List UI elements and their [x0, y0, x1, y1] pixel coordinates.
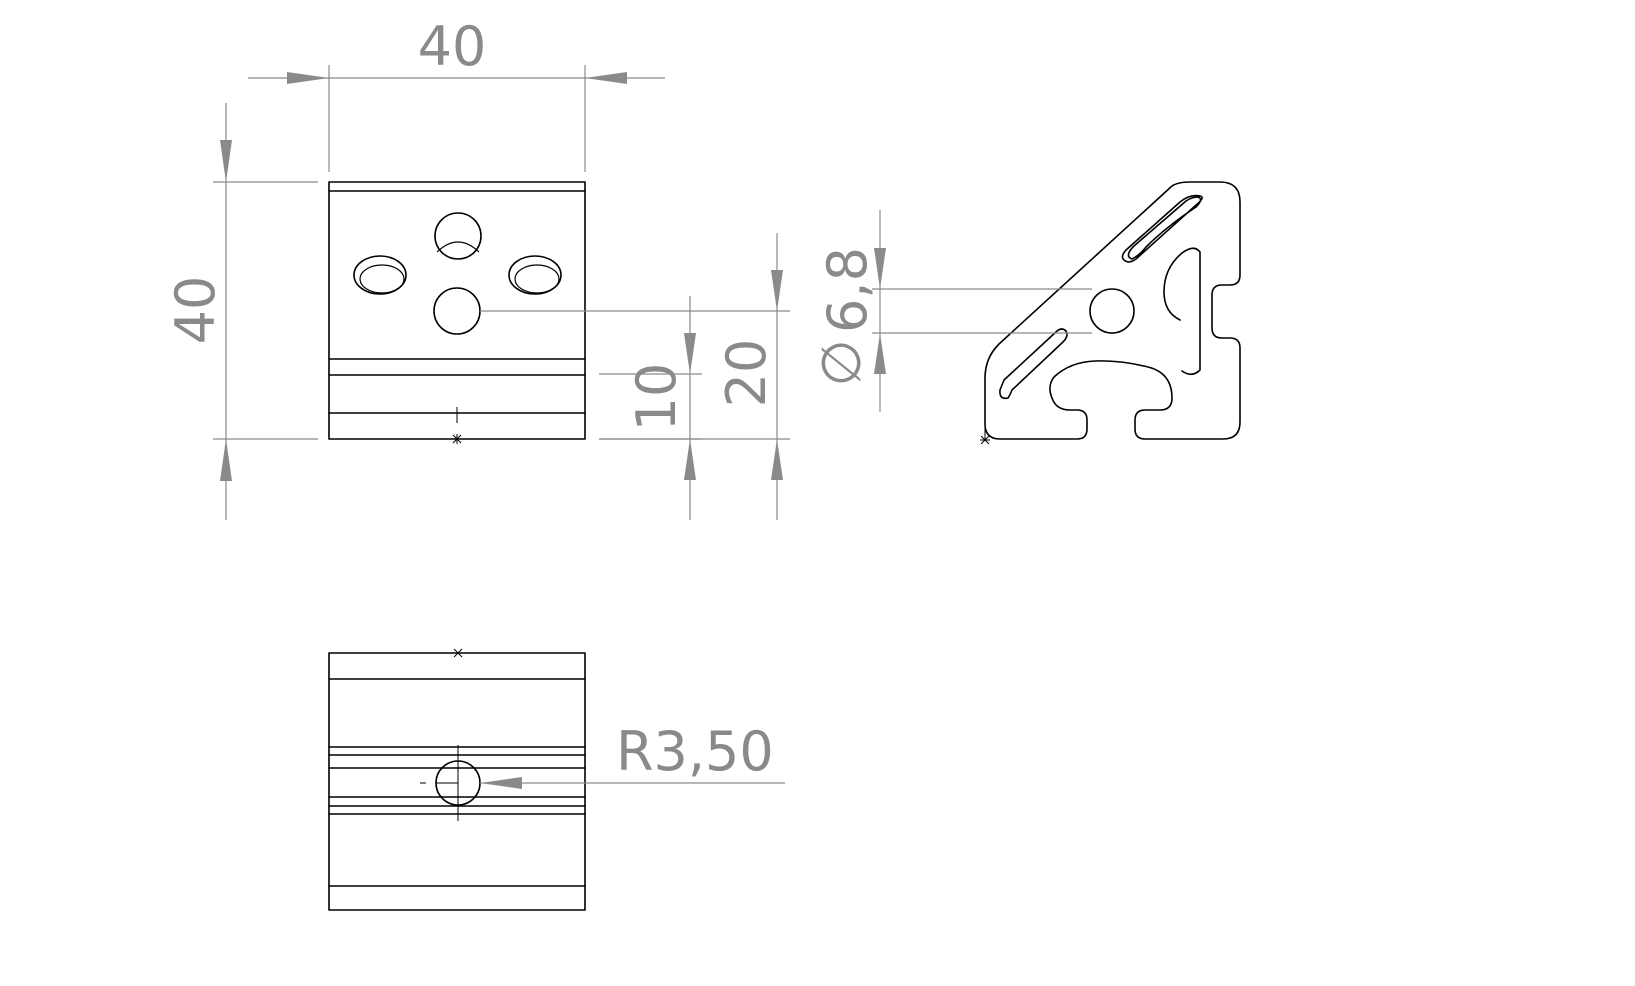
- front-left-slot-hole: [353, 255, 407, 295]
- profile-outline: [984, 181, 1241, 440]
- profile-inner-slot-lower: [999, 328, 1068, 400]
- bottom-view: [328, 648, 586, 911]
- dim-left-height-label: 40: [164, 276, 227, 345]
- front-center-hole: [433, 287, 481, 335]
- bottom-hole-centerlines: [420, 745, 459, 821]
- dim-height-10: 10: [599, 296, 702, 520]
- profile-center-hole: [1089, 288, 1135, 334]
- dim-radius: R3,50: [480, 720, 785, 789]
- dim-height-20-label: 20: [715, 339, 778, 408]
- front-view: [328, 181, 586, 444]
- front-top-hole: [434, 212, 482, 260]
- dim-top-width-label: 40: [418, 15, 487, 78]
- profile-inner-slot-upper: [1121, 194, 1203, 263]
- dim-height-20: 20: [480, 233, 790, 520]
- bottom-view-outline: [328, 652, 586, 911]
- dim-radius-label: R3,50: [616, 720, 774, 783]
- bottom-origin-marker: [452, 648, 466, 658]
- dim-height-10-label: 10: [625, 363, 688, 432]
- front-right-slot-hole: [508, 255, 562, 295]
- diameter-symbol: ∅: [810, 339, 873, 386]
- dim-hole-diameter: 6,8 ∅: [810, 210, 1092, 412]
- profile-inner-channel: [1163, 247, 1201, 376]
- side-view-profile: [980, 181, 1241, 445]
- side-origin-marker: [980, 408, 990, 445]
- dim-left-height: 40: [164, 103, 318, 520]
- front-origin-marker: [452, 407, 462, 444]
- dim-hole-diameter-label: 6,8: [816, 247, 879, 333]
- dim-top-width: 40: [248, 15, 665, 172]
